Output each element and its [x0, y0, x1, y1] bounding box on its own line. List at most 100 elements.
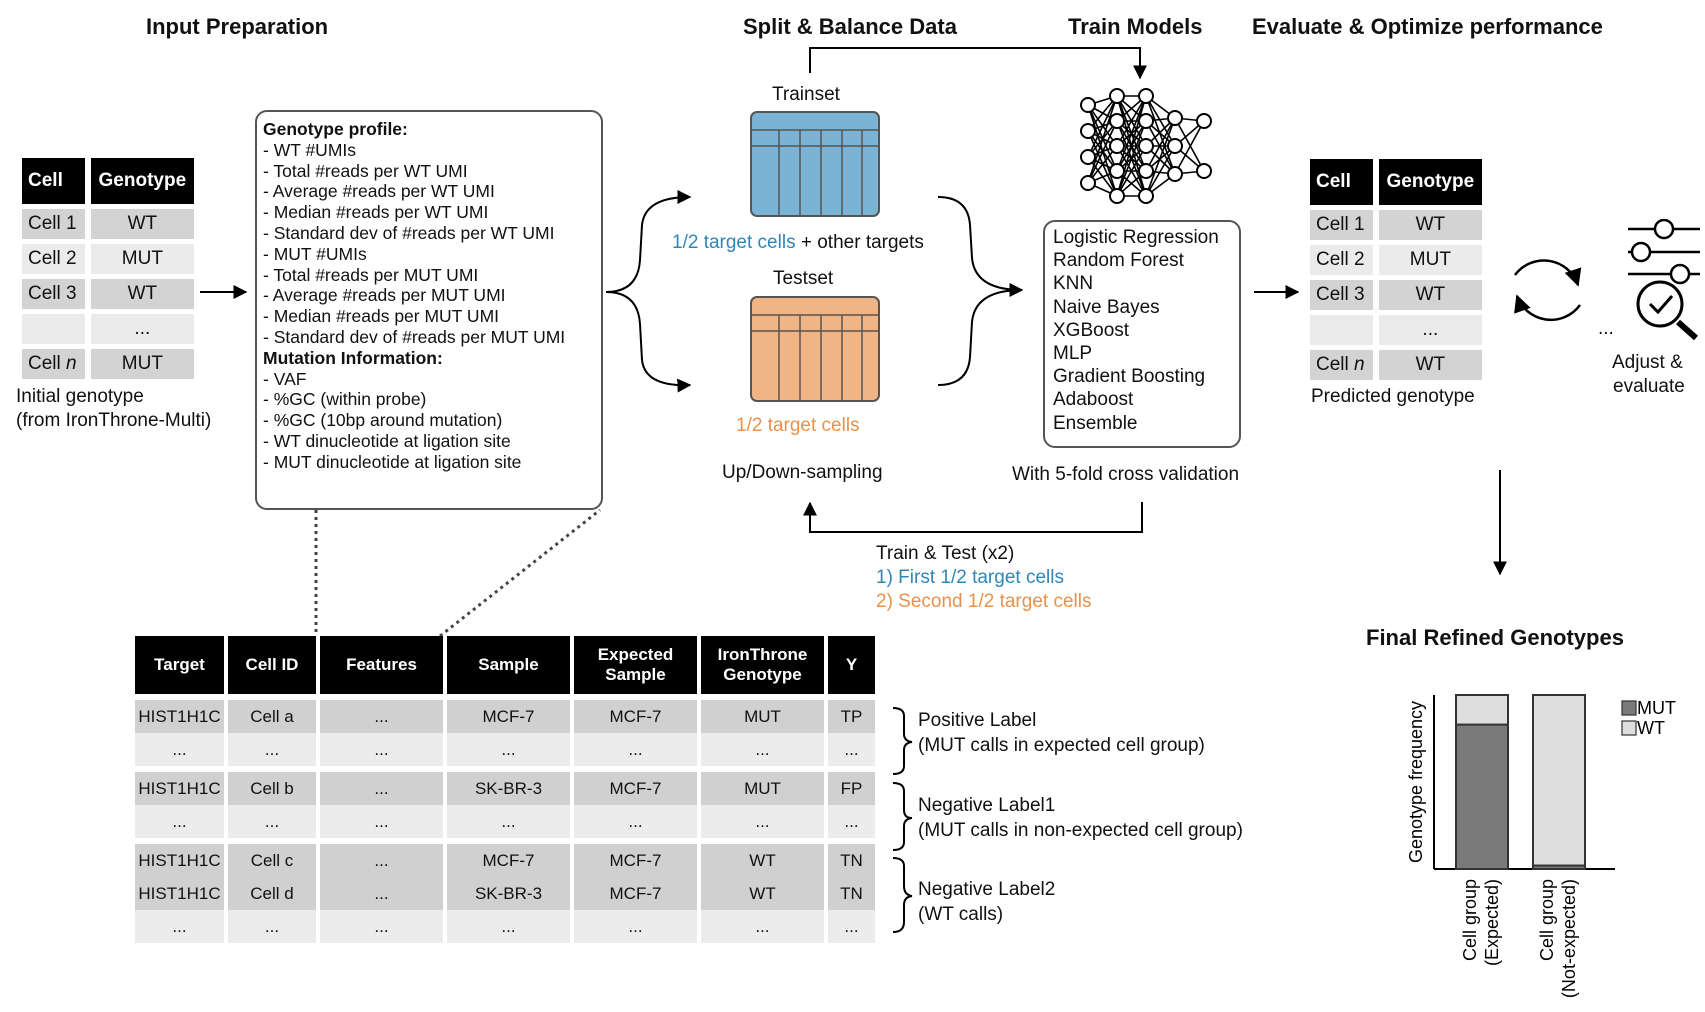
- table-cell: ...: [135, 910, 224, 943]
- table-row: .....................: [135, 805, 875, 838]
- mutation-info-item: - VAF: [263, 368, 307, 389]
- mutation-info-item: - %GC (10bp around mutation): [263, 410, 503, 431]
- negative-label2-desc: (WT calls): [918, 904, 1004, 925]
- model-item: XGBoost: [1053, 319, 1130, 341]
- table-cell: ...: [316, 838, 443, 877]
- genotype-profile-item: - Total #reads per WT UMI: [263, 160, 468, 181]
- table-cell: MCF-7: [570, 877, 697, 910]
- table-cell: ...: [316, 877, 443, 910]
- table-cell: FP: [824, 766, 875, 805]
- arrow-test-to-models: [937, 289, 1023, 386]
- sliders-icon: [1628, 218, 1700, 285]
- negative-label2-title: Negative Label2: [918, 879, 1056, 900]
- trainset-table-icon: [750, 111, 880, 217]
- header-evaluate-optimize: Evaluate & Optimize performance: [1252, 14, 1603, 39]
- table-cell: HIST1H1C: [135, 694, 224, 733]
- table-cell: ...: [697, 733, 824, 766]
- table-cell: SK-BR-3: [443, 766, 570, 805]
- zoom-line-right: [439, 508, 601, 638]
- col-genotype-header: Genotype: [1372, 159, 1482, 205]
- table-cell: ...: [697, 805, 824, 838]
- table-cell: ...: [135, 805, 224, 838]
- table-cell: HIST1H1C: [135, 766, 224, 805]
- label-braces: [892, 707, 913, 933]
- mutation-info-item: - WT dinucleotide at ligation site: [263, 430, 511, 451]
- initial-genotype-caption: Initial genotype: [16, 386, 144, 407]
- table-cell: ...: [697, 910, 824, 943]
- table-cell: MCF-7: [570, 766, 697, 805]
- evaluate-label: evaluate: [1613, 376, 1685, 397]
- header-input-preparation: Input Preparation: [146, 14, 329, 39]
- testset-caption: 1/2 target cells: [736, 415, 860, 436]
- adjust-dots: ...: [1598, 318, 1614, 339]
- sampling-label: Up/Down-sampling: [722, 462, 883, 483]
- bar-wt: [1455, 694, 1509, 726]
- train-test-first: 1) First 1/2 target cells: [876, 567, 1064, 588]
- testset-table-icon: [750, 296, 880, 402]
- genotype-profile-item: - Standard dev of #reads per WT UMI: [263, 222, 555, 243]
- legend-swatch: [1621, 700, 1637, 716]
- genotype-profile-item: - WT #UMIs: [263, 139, 357, 160]
- table-cell: TP: [824, 694, 875, 733]
- legend-swatch: [1621, 720, 1637, 736]
- table-cell: WT: [697, 838, 824, 877]
- column-header: IronThrone Genotype: [697, 636, 824, 694]
- model-item: Gradient Boosting: [1053, 366, 1206, 388]
- table-row: ...: [1310, 315, 1482, 345]
- table-cell: Cell c: [224, 838, 316, 877]
- mutation-info-item: - MUT dinucleotide at ligation site: [263, 451, 522, 472]
- genotype-profile-item: - Average #reads per MUT UMI: [263, 285, 506, 306]
- mutation-info-item: - %GC (within probe): [263, 389, 427, 410]
- table-cell: ...: [443, 733, 570, 766]
- table-row: .....................: [135, 733, 875, 766]
- table-cell: Cell a: [224, 694, 316, 733]
- genotype-profile-item: - Median #reads per MUT UMI: [263, 306, 500, 327]
- table-cell: ...: [316, 910, 443, 943]
- column-header: Features: [316, 636, 443, 694]
- genotype-profile-item: - Median #reads per WT UMI: [263, 202, 489, 223]
- column-header: Cell ID: [224, 636, 316, 694]
- genotype-profile-title: Genotype profile:: [263, 119, 408, 139]
- genotype-profile-item: - Average #reads per WT UMI: [263, 181, 495, 202]
- initial-genotype-source: (from IronThrone-Multi): [16, 410, 212, 431]
- table-cell: ...: [824, 733, 875, 766]
- adjust-label: Adjust &: [1612, 352, 1683, 373]
- table-cell: ...: [570, 805, 697, 838]
- column-header: Target: [135, 636, 224, 694]
- table-cell: ...: [224, 910, 316, 943]
- predicted-genotype-caption: Predicted genotype: [1311, 386, 1475, 407]
- table-cell: SK-BR-3: [443, 877, 570, 910]
- table-cell: MCF-7: [570, 694, 697, 733]
- final-genotypes-title: Final Refined Genotypes: [1366, 625, 1624, 650]
- table-cell: MUT: [697, 766, 824, 805]
- table-cell: HIST1H1C: [135, 838, 224, 877]
- genotype-profile-item: - Standard dev of #reads per MUT UMI: [263, 326, 566, 347]
- legend-label: MUT: [1637, 698, 1676, 718]
- positive-label-title: Positive Label: [918, 710, 1037, 731]
- train-test-second: 2) Second 1/2 target cells: [876, 591, 1092, 612]
- model-item: Adaboost: [1053, 389, 1134, 411]
- x-tick-label: (Expected): [1482, 879, 1502, 966]
- table-cell: ...: [570, 910, 697, 943]
- model-item: KNN: [1053, 273, 1094, 295]
- table-cell: Cell d: [224, 877, 316, 910]
- genotype-profile-item: - Total #reads per MUT UMI: [263, 264, 479, 285]
- header-train-models: Train Models: [1068, 14, 1203, 39]
- header-split-balance: Split & Balance Data: [743, 14, 957, 39]
- legend-label: WT: [1637, 718, 1665, 738]
- model-item: Ensemble: [1053, 412, 1138, 434]
